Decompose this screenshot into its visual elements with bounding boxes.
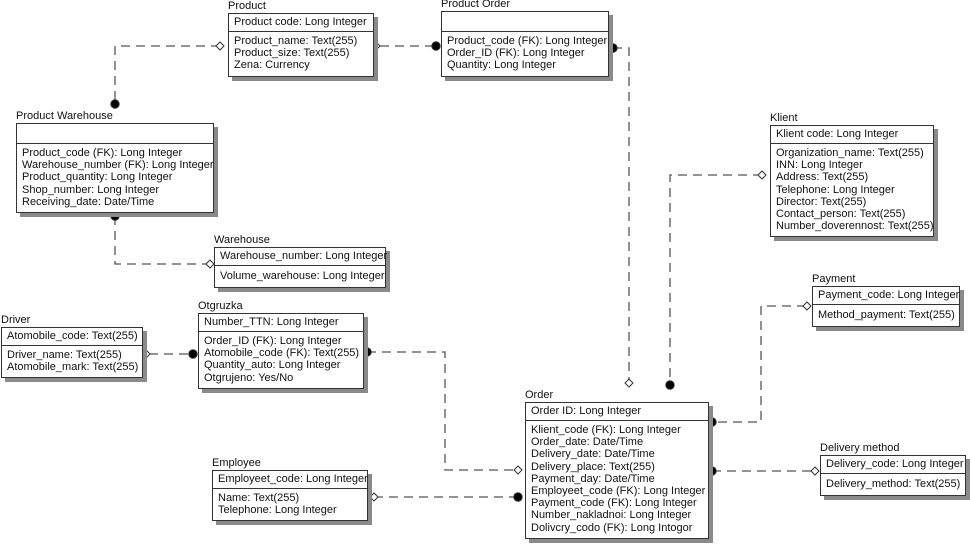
entity-product-warehouse[interactable]: Product Warehouse Product_code (FK): Lon… (16, 110, 214, 214)
attribute: Number_doverennost: Text(255) (776, 220, 934, 233)
entity-employee[interactable]: Employee Employeet_code: Long Integer Na… (212, 457, 368, 522)
attribute: Method_payment: Text(255) (818, 309, 955, 321)
primary-key: Order ID: Long Integer (526, 403, 708, 421)
attribute: Product_size: Text(255) (234, 47, 350, 60)
attribute: Director: Text(255) (776, 195, 867, 208)
attribute: Delivery_method: Text(255) (826, 478, 961, 490)
attribute: Warehouse_number (FK): Long Integer (22, 159, 214, 172)
attribute: Atomobile_mark: Text(255) (7, 361, 139, 374)
primary-key (17, 124, 213, 144)
attribute: Quantity_auto: Long Integer (204, 359, 341, 372)
attribute: Name: Text(255) (218, 492, 300, 504)
attribute: Contact_person: Text(255) (776, 208, 906, 221)
many-end-dot (608, 43, 618, 53)
attribute: Zena: Currency (234, 59, 310, 72)
primary-key: Warehouse_number: Long Integer (215, 248, 387, 266)
entity-driver[interactable]: Driver Atomobile_code: Text(255) Driver_… (1, 314, 143, 379)
entity-title: Product (228, 0, 266, 12)
primary-key: Employeet_code: Long Integer (213, 471, 368, 489)
one-end-diamond (205, 259, 215, 269)
primary-key: Atomobile_code: Text(255) (2, 328, 142, 346)
primary-key: Number_TTN: Long Integer (199, 314, 363, 332)
attribute: Payment_code (FK): Long Integer (531, 497, 697, 510)
attribute: Address: Text(255) (776, 171, 869, 184)
entity-warehouse[interactable]: Warehouse Warehouse_number: Long Integer… (214, 234, 387, 289)
entity-product[interactable]: Product Product code: Long Integer Produ… (228, 0, 374, 77)
one-end-diamond (624, 378, 634, 388)
primary-key: Klient code: Long Integer (771, 126, 933, 144)
attribute: Telephone: Long Integer (218, 504, 337, 517)
entity-otgruzka[interactable]: Otgruzka Number_TTN: Long Integer Order_… (198, 300, 364, 389)
entity-product-order[interactable]: Product Order Product_code (FK): Long In… (441, 0, 609, 77)
primary-key: Delivery_code: Long Integer (821, 456, 965, 474)
attribute: Product_code (FK): Long Integer (447, 35, 608, 47)
attribute: Shop_number: Long Integer (22, 183, 159, 196)
entity-title: Product Order (441, 0, 511, 10)
entity-title: Delivery method (820, 442, 900, 454)
many-end-dot (665, 380, 675, 390)
attribute: Atomobile_code (FK): Text(255) (204, 347, 360, 360)
attribute: Product_code (FK): Long Integer (22, 147, 183, 159)
primary-key (442, 12, 608, 32)
primary-key: Payment_code: Long Integer (813, 287, 959, 305)
rel-order-product-order (613, 47, 630, 383)
attribute: Volume_warehouse: Long Integer (220, 270, 385, 282)
attribute: Delivery_place: Text(255) (531, 460, 655, 473)
entity-klient[interactable]: Klient Klient code: Long Integer Organiz… (770, 112, 934, 238)
attribute: Number_nakladnoi: Long Integer (531, 509, 692, 522)
many-end-dot (707, 417, 717, 427)
attribute: Delivery_date: Date/Time (531, 448, 655, 461)
attribute: Order_ID (FK): Long Integer (204, 335, 342, 347)
attribute: Product_name: Text(255) (234, 35, 358, 47)
entity-title: Warehouse (214, 234, 270, 246)
many-end-dot (707, 466, 717, 476)
many-end-dot (110, 99, 120, 109)
attribute: Klient_code (FK): Long Integer (531, 424, 681, 436)
many-end-dot (513, 492, 523, 502)
rel-order-otgruzka (367, 351, 518, 471)
one-end-diamond (369, 492, 379, 502)
entity-title: Order (525, 389, 554, 401)
attribute: Product_quantity: Long Integer (22, 171, 173, 184)
attribute: Quantity: Long Integer (447, 59, 556, 72)
rel-warehouse-product-warehouse (114, 216, 210, 265)
one-end-diamond (802, 301, 812, 311)
attribute: Otgrujeno: Yes/No (204, 371, 294, 384)
attribute: Employeet_code (FK): Long Integer (531, 485, 706, 498)
many-end-dot (362, 347, 372, 357)
attribute: Order_ID (FK): Long Integer (447, 47, 585, 60)
attribute: Payment_day: Date/Time (531, 472, 655, 485)
rel-product-product-warehouse (114, 45, 220, 104)
attribute: Dolivcry_codo (FK): Long Intogor (531, 521, 693, 534)
attribute: Organization_name: Text(255) (776, 147, 924, 159)
entity-title: Otgruzka (198, 300, 243, 312)
entity-delivery-method[interactable]: Delivery method Delivery_code: Long Inte… (820, 442, 966, 497)
one-end-diamond (810, 466, 820, 476)
entity-title: Payment (812, 273, 856, 285)
attribute: Driver_name: Text(255) (7, 349, 122, 361)
entity-title: Driver (1, 314, 31, 326)
rel-klient-order (669, 174, 762, 385)
rel-payment-order (712, 305, 806, 423)
entity-title: Klient (770, 112, 798, 124)
attribute: INN: Long Integer (776, 159, 863, 172)
entity-payment[interactable]: Payment Payment_code: Long Integer Metho… (812, 273, 960, 328)
entity-order[interactable]: Order Order ID: Long Integer Klient_code… (525, 389, 709, 539)
many-end-dot (110, 211, 120, 221)
one-end-diamond (141, 349, 151, 359)
entity-title: Employee (212, 457, 261, 469)
primary-key: Product code: Long Integer (229, 14, 373, 32)
attribute: Receiving_date: Date/Time (22, 195, 155, 208)
one-end-diamond (513, 465, 523, 475)
one-end-diamond (757, 170, 767, 180)
entity-title: Product Warehouse (16, 110, 113, 122)
attribute: Order_date: Date/Time (531, 436, 644, 449)
attribute: Telephone: Long Integer (776, 183, 895, 196)
many-end-dot (431, 41, 441, 51)
many-end-dot (188, 349, 198, 359)
one-end-diamond (215, 41, 225, 51)
